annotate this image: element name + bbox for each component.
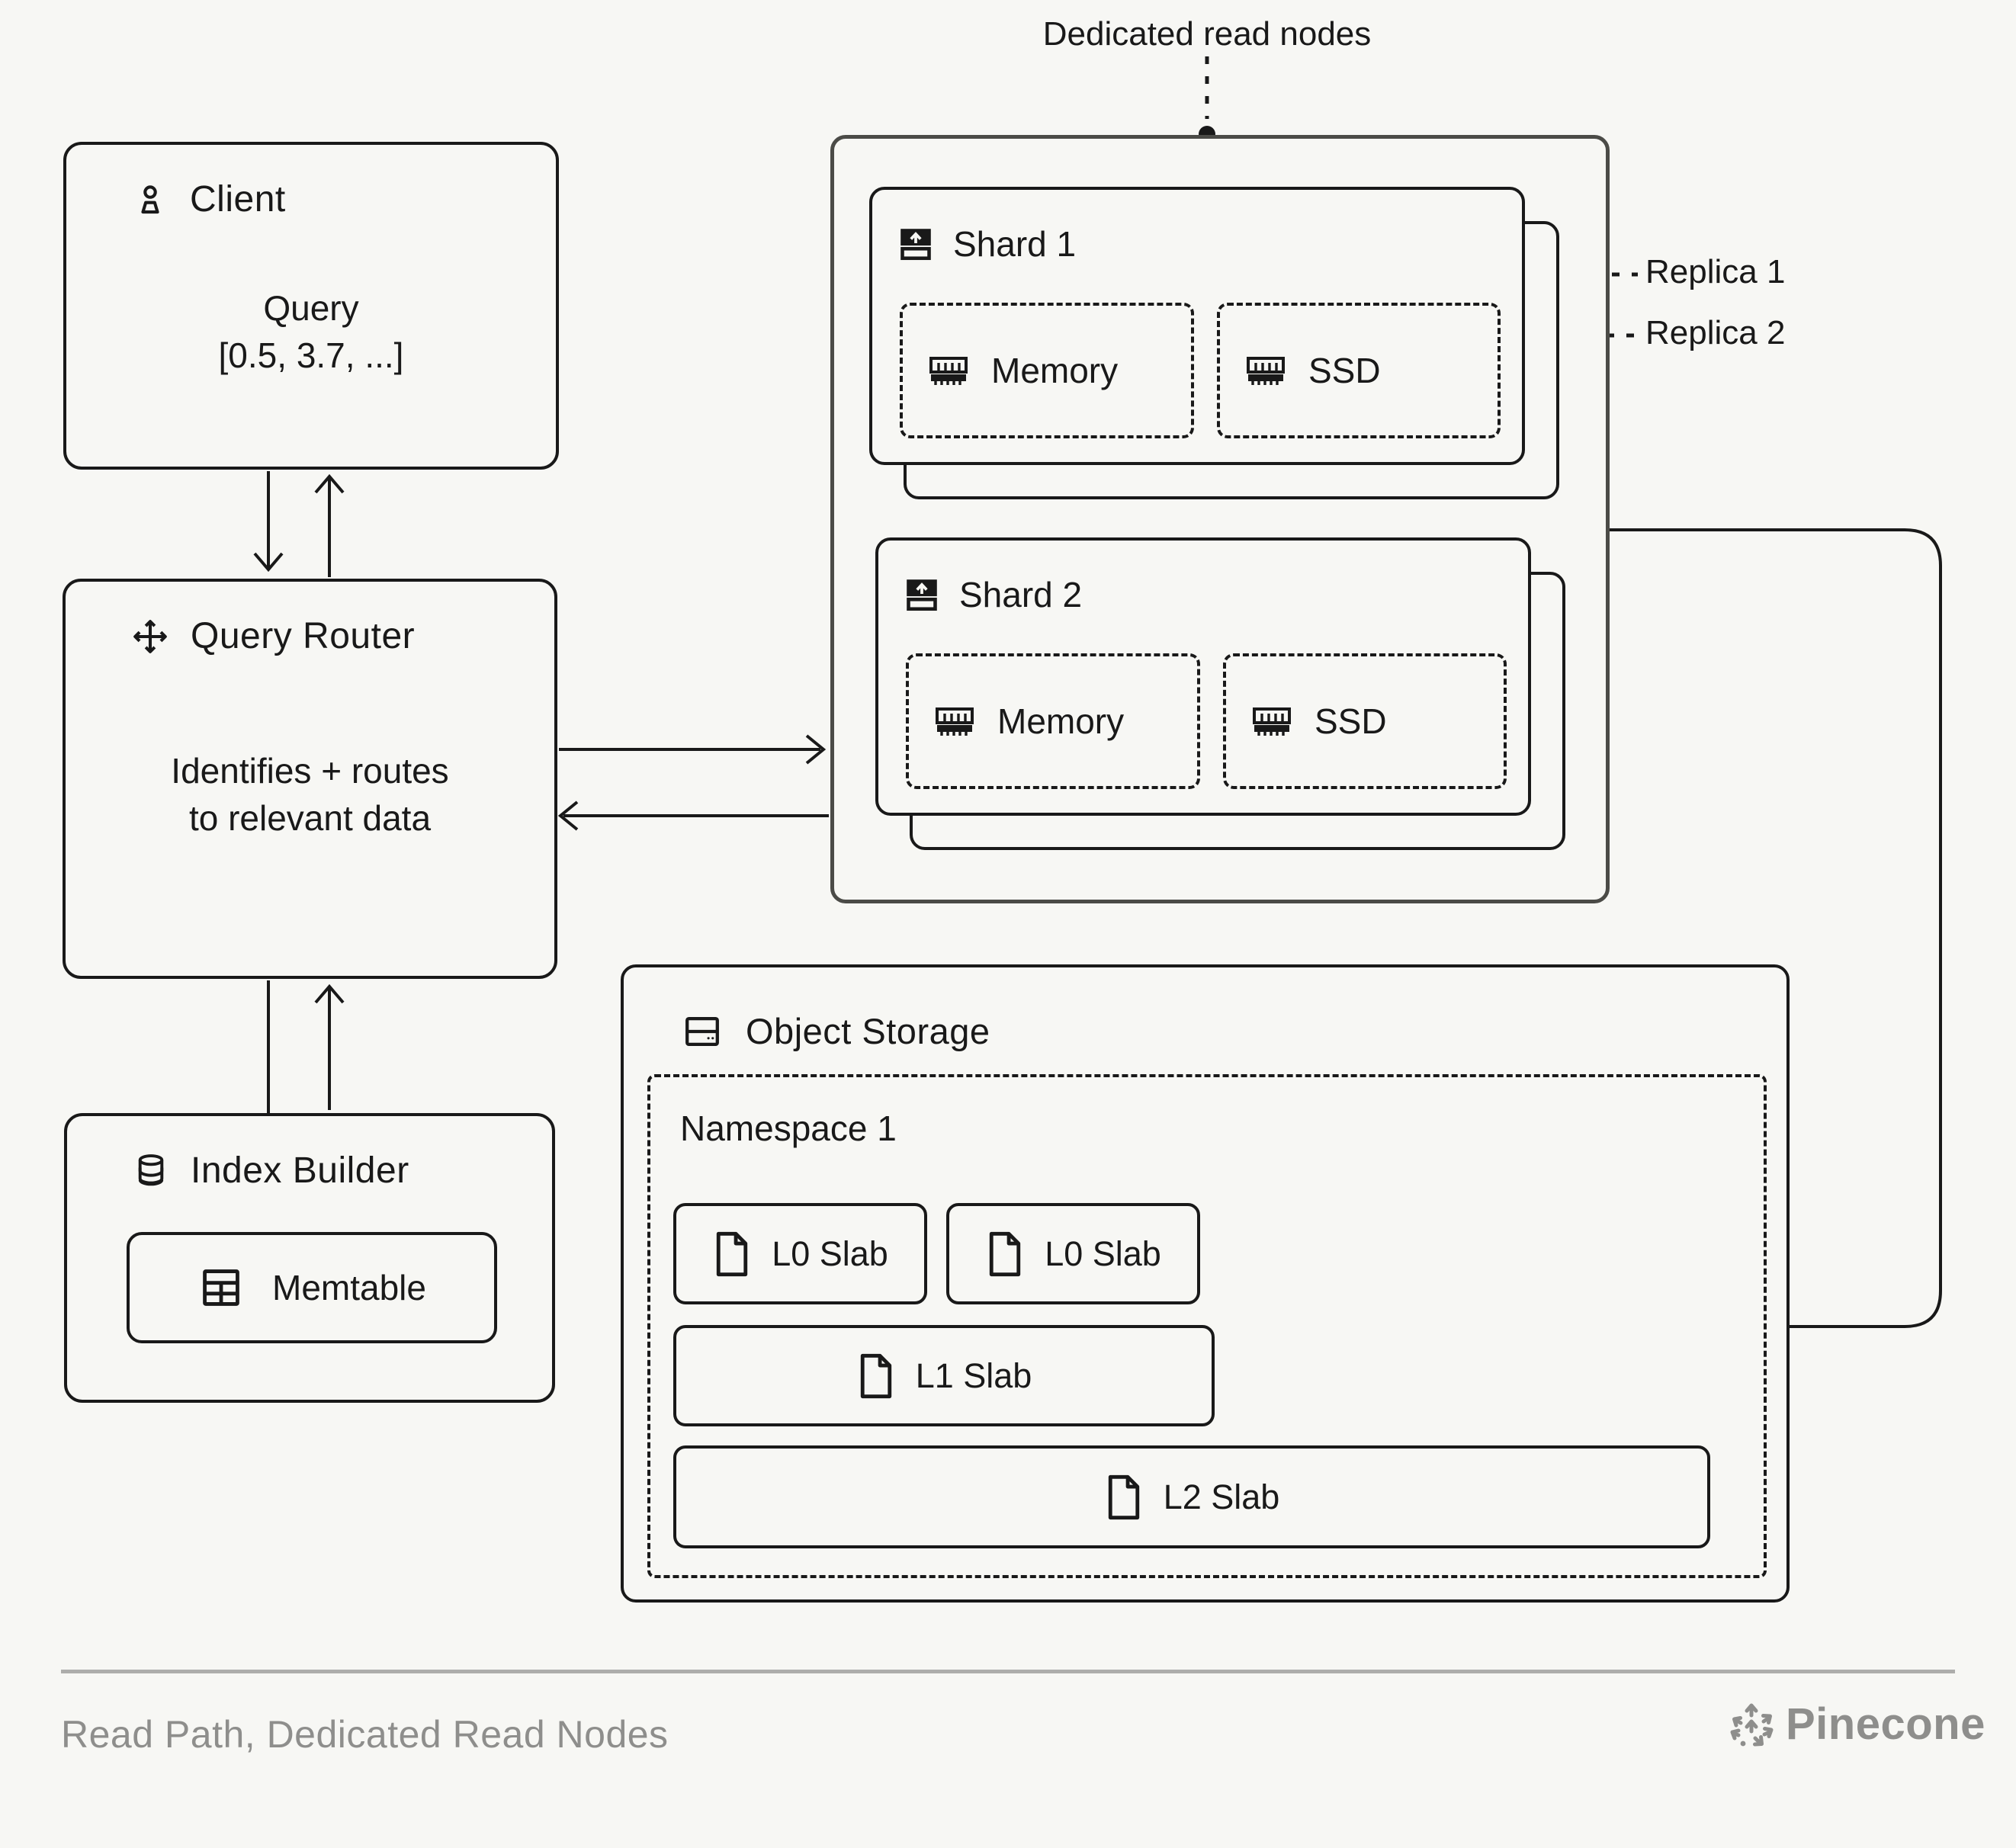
read-nodes-container: Shard 1 Memory	[830, 135, 1610, 903]
file-icon	[856, 1351, 896, 1401]
ram-chip-icon	[1250, 704, 1293, 738]
memtable-label: Memtable	[272, 1268, 426, 1307]
shard-title: Shard 1	[953, 224, 1077, 264]
shard-title: Shard 2	[959, 575, 1083, 614]
query-router-box: Query Router Identifies + routes to rele…	[63, 579, 557, 979]
footer-divider	[61, 1670, 1955, 1673]
memtable-box: Memtable	[127, 1232, 497, 1343]
client-query-line2: [0.5, 3.7, ...]	[218, 335, 404, 375]
memory-label: Memory	[997, 701, 1125, 741]
ram-chip-icon	[933, 704, 976, 738]
l0-slab-box: L0 Slab	[673, 1203, 927, 1304]
client-query-line1: Query	[263, 287, 359, 328]
query-router-title: Query Router	[191, 616, 416, 656]
l0-slab-box: L0 Slab	[946, 1203, 1200, 1304]
diagram-caption: Read Path, Dedicated Read Nodes	[61, 1713, 669, 1756]
replica-2-label: Replica 2	[1645, 314, 1786, 351]
namespace-title: Namespace 1	[680, 1108, 897, 1148]
brand-logo: Pinecone	[1728, 1699, 1986, 1750]
hard-drive-icon	[682, 1012, 723, 1051]
shard-1-ssd-box: SSD	[1217, 303, 1501, 438]
l1-slab-box: L1 Slab	[673, 1325, 1215, 1426]
ssd-label: SSD	[1315, 701, 1387, 741]
upload-tray-icon	[897, 226, 935, 262]
index-builder-box: Index Builder Memtable	[64, 1113, 555, 1403]
query-router-desc2: to relevant data	[188, 798, 432, 839]
client-box: Client Query [0.5, 3.7, ...]	[63, 142, 559, 470]
slab-label: L0 Slab	[772, 1234, 888, 1273]
slab-label: L2 Slab	[1163, 1477, 1280, 1516]
shard-1-memory-box: Memory	[900, 303, 1194, 438]
replica-1-label: Replica 1	[1645, 253, 1786, 290]
read-nodes-label: Dedicated read nodes	[1042, 15, 1372, 53]
slab-label: L0 Slab	[1045, 1234, 1161, 1273]
ram-chip-icon	[1244, 354, 1287, 387]
shard-1-card: Shard 1 Memory	[869, 187, 1525, 465]
memory-label: Memory	[991, 351, 1119, 390]
database-icon	[131, 1151, 171, 1191]
ram-chip-icon	[927, 354, 970, 387]
person-icon	[130, 180, 170, 220]
object-storage-box: Object Storage Namespace 1 L0 Slab	[621, 964, 1790, 1603]
client-title: Client	[190, 179, 286, 220]
namespace-box: Namespace 1 L0 Slab L0 Slab	[647, 1074, 1767, 1578]
l2-slab-box: L2 Slab	[673, 1445, 1710, 1548]
shard-2-ssd-box: SSD	[1223, 653, 1507, 789]
file-icon	[1104, 1472, 1144, 1522]
ssd-label: SSD	[1308, 351, 1381, 390]
upload-tray-icon	[903, 576, 941, 613]
index-builder-title: Index Builder	[191, 1150, 409, 1191]
table-grid-icon	[197, 1266, 245, 1310]
slab-label: L1 Slab	[915, 1356, 1032, 1395]
pinecone-mark-icon	[1728, 1700, 1777, 1749]
move-arrows-icon	[130, 616, 171, 657]
brand-wordmark: Pinecone	[1786, 1699, 1986, 1749]
object-storage-title: Object Storage	[746, 1011, 990, 1051]
file-icon	[985, 1229, 1025, 1279]
shard-2-memory-box: Memory	[906, 653, 1200, 789]
shard-2-card: Shard 2 Memory	[875, 537, 1531, 816]
query-router-desc1: Identifies + routes	[171, 751, 449, 791]
file-icon	[712, 1229, 752, 1279]
